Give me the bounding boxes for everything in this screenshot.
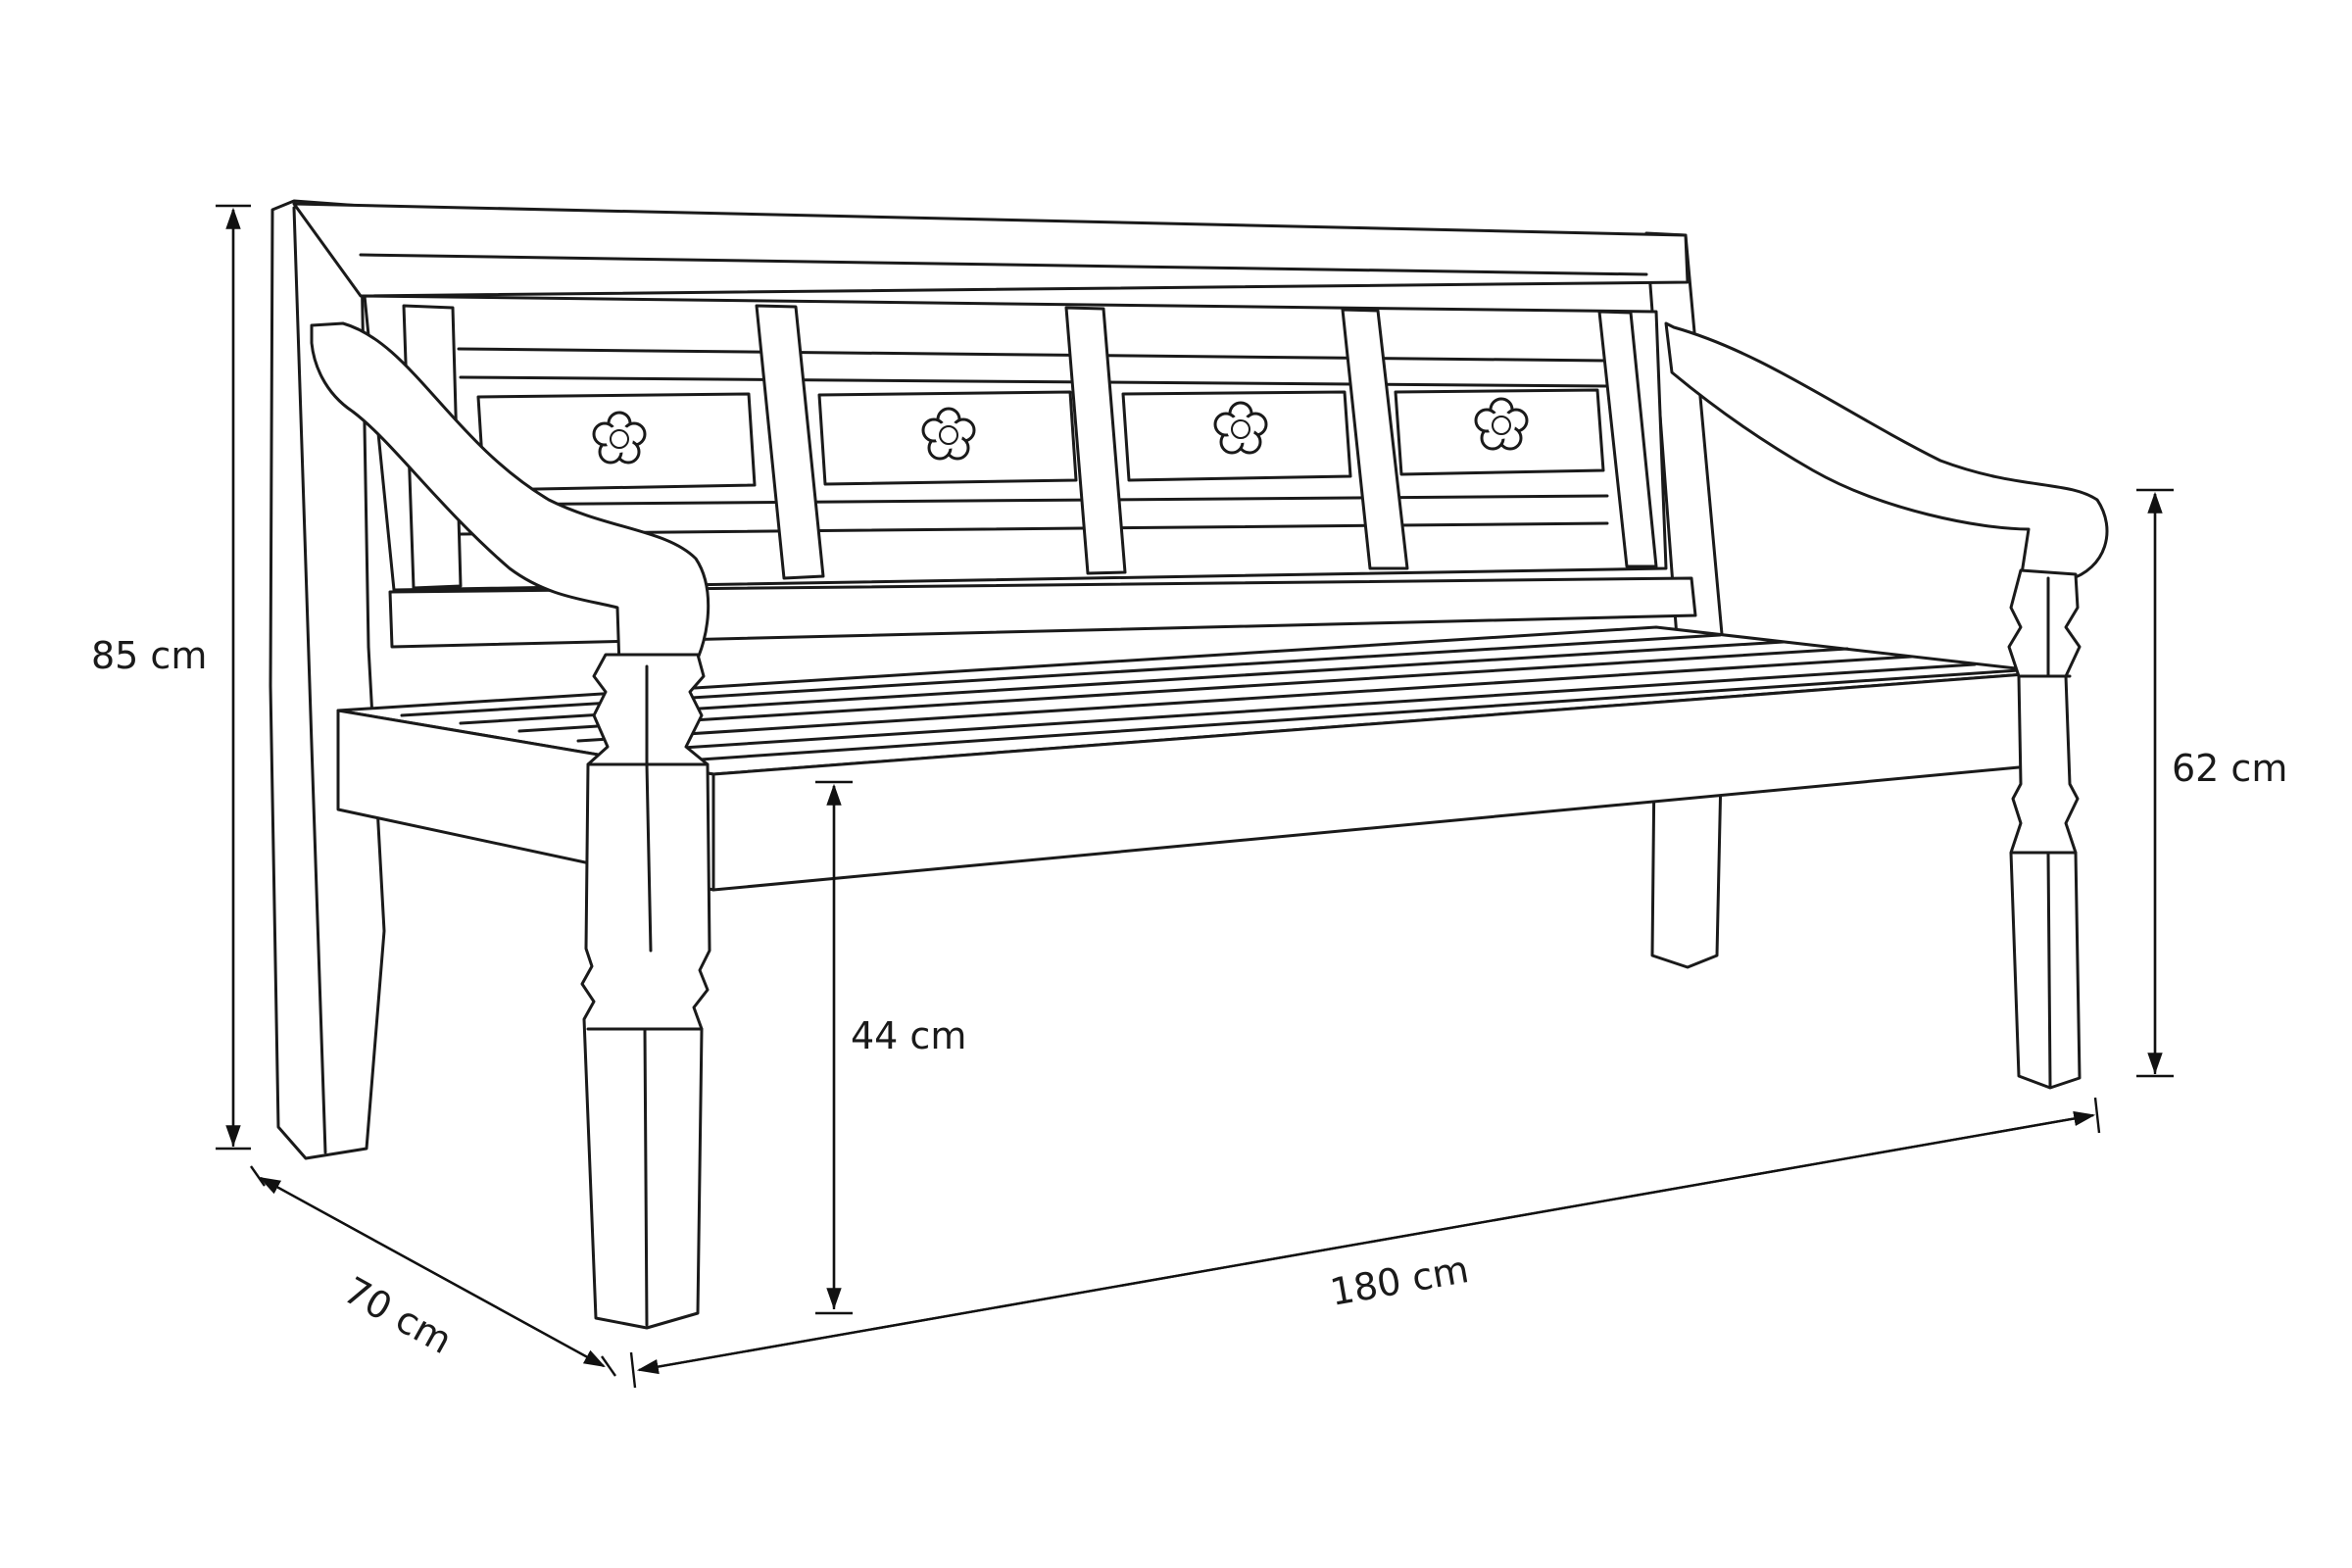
- left-front-leg: [580, 653, 711, 1330]
- backrest-panels: [363, 294, 1668, 592]
- backrest-top-rail: [292, 202, 1690, 298]
- right-front-leg-details: [2011, 576, 2078, 1088]
- height-label: 85 cm: [91, 634, 207, 677]
- depth-label: 70 cm: [337, 1268, 460, 1362]
- arm-height-dimension: 62 cm: [2136, 488, 2287, 1078]
- arm-height-label: 62 cm: [2172, 747, 2287, 790]
- seat-height-dimension: 44 cm: [815, 780, 966, 1315]
- width-dimension: 180 cm: [629, 1097, 2101, 1389]
- height-dimension: 85 cm: [91, 204, 251, 1151]
- depth-dimension: 70 cm: [250, 1165, 616, 1377]
- backrest-bottom-rail: [388, 576, 1697, 649]
- bench-drawing: [269, 199, 2109, 1330]
- right-armrest: [1664, 321, 2109, 1090]
- seat-height-label: 44 cm: [851, 1014, 966, 1057]
- width-label: 180 cm: [1327, 1248, 1472, 1314]
